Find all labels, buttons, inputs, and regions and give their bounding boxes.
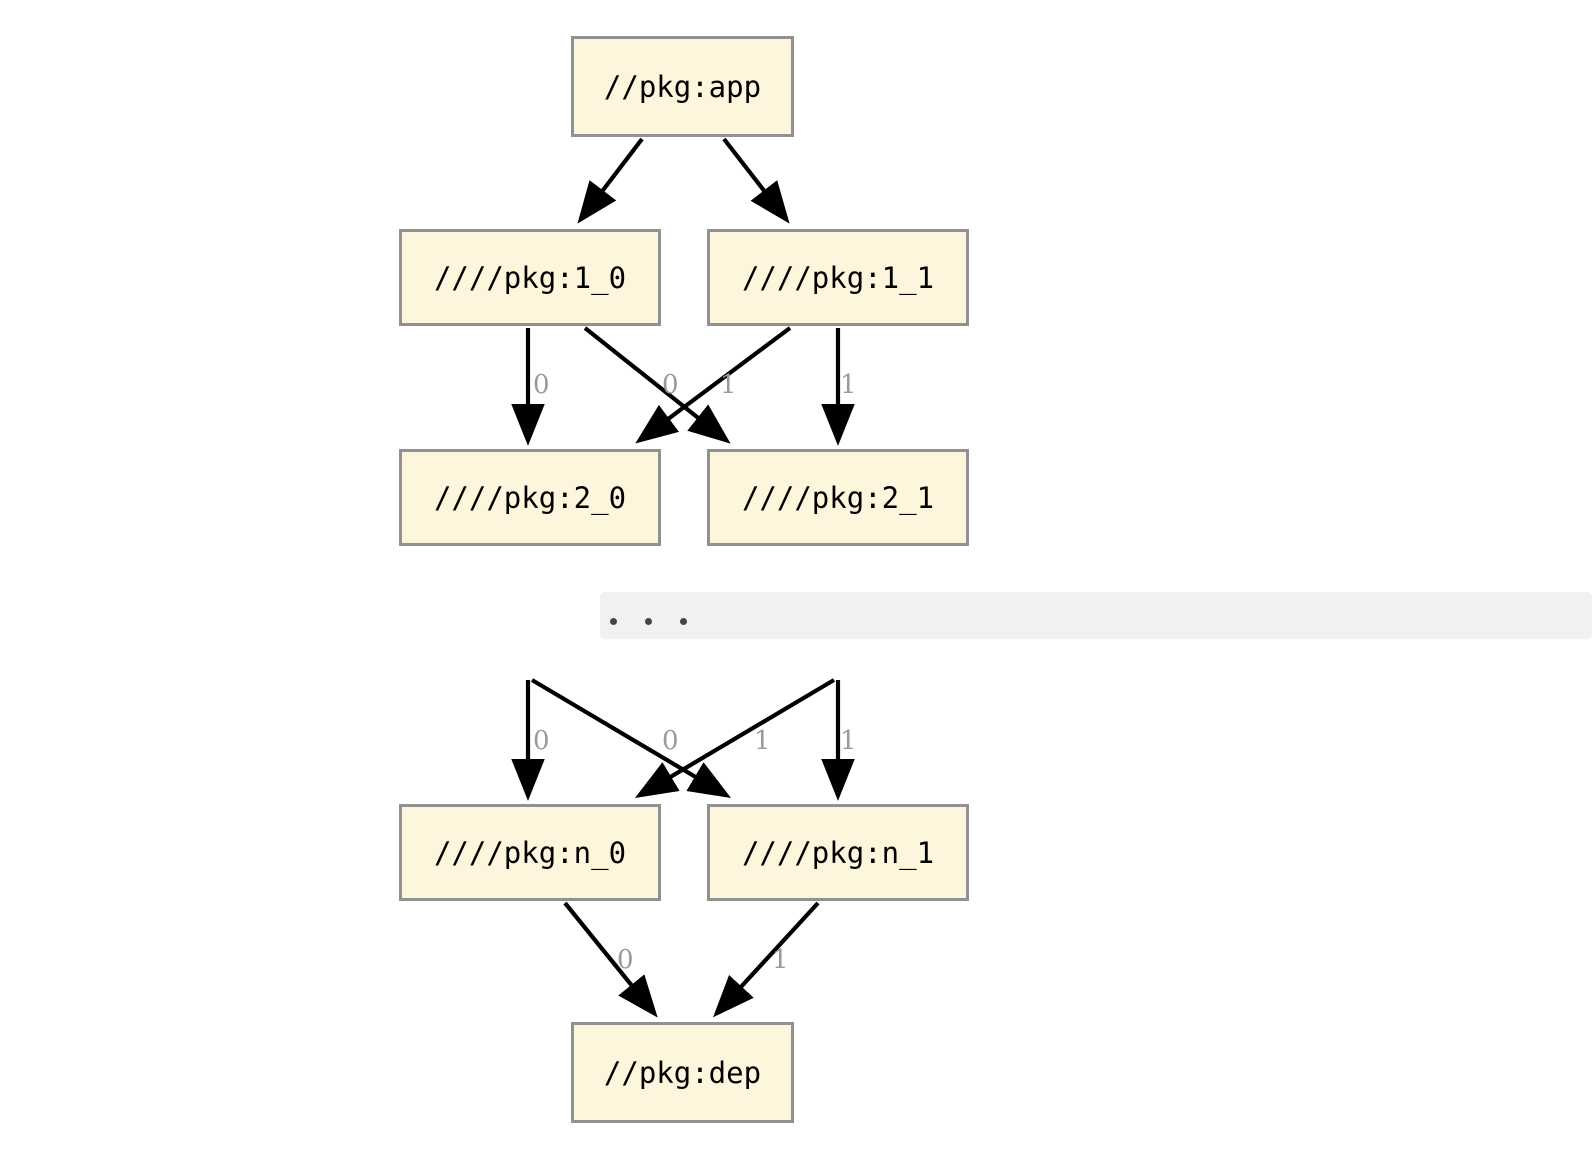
node-label-pkg-n_1: ////pkg:n_1 <box>741 835 935 870</box>
edge-n_1-to-dep <box>713 901 820 1018</box>
edge-truncated-to-n_1 <box>530 678 732 798</box>
edge-label-truncated2-n_1: 1 <box>840 726 857 756</box>
node-label-pkg-1_0: ////pkg:1_0 <box>433 260 627 295</box>
node-app[interactable]: //pkg:app <box>571 36 794 137</box>
node-pkg-1_0[interactable]: ////pkg:1_0 <box>399 229 661 326</box>
node-label-pkg-n_0: ////pkg:n_0 <box>433 835 627 870</box>
edge-label-truncated-n_0: 0 <box>533 726 550 756</box>
edge-label-1_0-2_1: 0 <box>662 370 679 400</box>
node-label-app: //pkg:app <box>603 69 762 104</box>
edge-label-n_1-dep: 1 <box>772 945 789 975</box>
node-pkg-n_0[interactable]: ////pkg:n_0 <box>399 804 661 901</box>
edge-label-n_0-dep: 0 <box>617 945 634 975</box>
ellipsis-dot-3 <box>680 618 687 625</box>
edge-truncated2-to-n_0 <box>634 678 836 798</box>
edge-app-to-1_0 <box>577 137 644 224</box>
edge-app-to-1_1 <box>722 137 790 224</box>
node-label-pkg-2_1: ////pkg:2_1 <box>741 480 935 515</box>
node-pkg-2_1[interactable]: ////pkg:2_1 <box>707 449 969 546</box>
edge-label-1_1-2_0: 1 <box>720 370 737 400</box>
node-label-pkg-1_1: ////pkg:1_1 <box>741 260 935 295</box>
ellipsis-dot-2 <box>645 618 652 625</box>
ellipsis-dot-1 <box>610 618 617 625</box>
edge-n_0-to-dep <box>563 901 658 1018</box>
edge-1_1-to-2_0 <box>635 326 792 444</box>
edge-label-1_1-2_1: 1 <box>840 370 857 400</box>
edge-label-truncated-n_1: 0 <box>662 726 679 756</box>
node-label-pkg-2_0: ////pkg:2_0 <box>433 480 627 515</box>
node-label-dep: //pkg:dep <box>603 1055 762 1090</box>
node-pkg-1_1[interactable]: ////pkg:1_1 <box>707 229 969 326</box>
node-pkg-n_1[interactable]: ////pkg:n_1 <box>707 804 969 901</box>
edge-label-1_0-2_0: 0 <box>533 370 550 400</box>
edge-1_0-to-2_1 <box>583 326 731 444</box>
node-dep[interactable]: //pkg:dep <box>571 1022 794 1123</box>
edge-label-truncated2-n_0: 1 <box>754 726 771 756</box>
truncation-band <box>600 592 1592 639</box>
node-pkg-2_0[interactable]: ////pkg:2_0 <box>399 449 661 546</box>
ellipsis-icon <box>610 618 715 625</box>
